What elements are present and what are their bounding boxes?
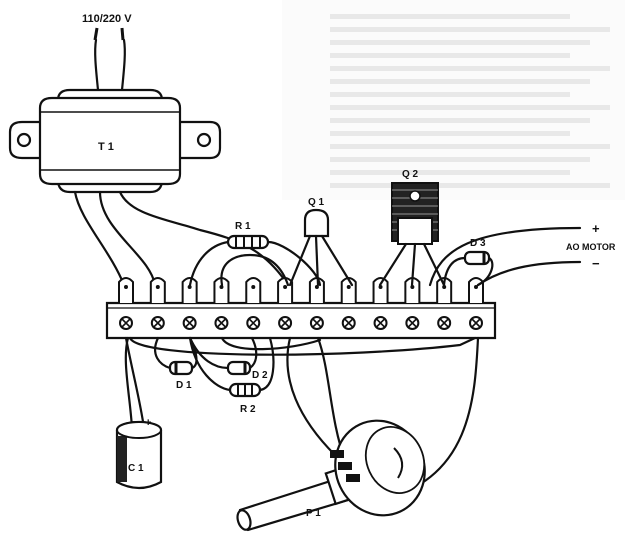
- label-r1: R 1: [235, 221, 251, 232]
- terminal-lug: [277, 277, 294, 303]
- label-c1: C 1: [128, 463, 144, 474]
- bleed-line: [330, 144, 610, 149]
- label-motor-plus: +: [592, 221, 600, 236]
- terminal-lug-hole: [187, 285, 192, 289]
- label-d2: D 2: [252, 370, 268, 381]
- bleed-line: [330, 118, 590, 123]
- terminal-lug-hole: [474, 285, 478, 289]
- mains-voltage-label: 110/220 V: [82, 13, 132, 25]
- bleed-line: [330, 66, 610, 71]
- resistor-r2: [188, 336, 275, 398]
- terminal-lug-hole: [346, 285, 351, 289]
- bleed-line: [330, 40, 590, 45]
- bleed-line: [330, 131, 570, 136]
- transistor-q1: [288, 208, 354, 287]
- potentiometer-p1: [236, 336, 480, 532]
- resistor-r1: [188, 234, 322, 287]
- bleed-line: [330, 92, 570, 97]
- motor-leads: [428, 226, 582, 287]
- bleed-line: [330, 14, 570, 19]
- terminal-screw-slot: [248, 318, 258, 328]
- terminal-screw-slot: [121, 318, 131, 328]
- terminal-screw-slot: [471, 318, 481, 328]
- terminal-lug: [245, 277, 262, 303]
- terminal-lug: [181, 277, 198, 303]
- capacitor-c1: [115, 336, 163, 490]
- bleed-line: [330, 53, 570, 58]
- bleed-line: [330, 105, 610, 110]
- bleed-line: [330, 157, 590, 162]
- transistor-q2: [378, 182, 446, 287]
- bleed-line: [330, 79, 590, 84]
- label-r2: R 2: [240, 404, 256, 415]
- label-c1-plus: +: [145, 417, 151, 429]
- terminal-screw-slot: [216, 318, 227, 328]
- terminal-lug-hole: [155, 285, 160, 289]
- terminal-lug: [468, 277, 484, 303]
- label-motor-minus: −: [592, 256, 600, 271]
- terminal-screw-slot: [312, 318, 322, 328]
- terminal-screw-slot: [185, 318, 195, 328]
- terminal-lug: [118, 277, 134, 303]
- terminal-lug-hole: [283, 285, 288, 289]
- label-d1: D 1: [176, 380, 192, 391]
- background-bleed-text: [282, 0, 625, 200]
- terminal-screw-slot: [153, 318, 163, 328]
- label-motor: AO MOTOR: [566, 242, 616, 252]
- terminal-lug-hole: [251, 285, 256, 289]
- bleed-line: [330, 170, 570, 175]
- terminal-screw-slot: [280, 318, 290, 328]
- label-q2: Q 2: [402, 169, 419, 180]
- terminal-lug: [372, 277, 389, 303]
- terminal-screw-slot: [375, 318, 386, 328]
- label-d3: D 3: [470, 238, 486, 249]
- label-q1: Q 1: [308, 197, 325, 208]
- bus-wires: [128, 336, 477, 356]
- bleed-line: [330, 27, 610, 32]
- terminal-screw-slot: [439, 318, 449, 328]
- bleed-line: [330, 183, 610, 188]
- terminal-screw-slot: [344, 318, 354, 328]
- transformer-t1: [8, 27, 290, 287]
- terminal-lug-hole: [410, 285, 415, 289]
- terminal-lug-hole: [124, 285, 128, 289]
- terminal-lug-hole: [442, 285, 447, 289]
- terminal-lug: [149, 277, 166, 303]
- label-t1: T 1: [98, 141, 114, 153]
- diode-d2: [188, 336, 258, 376]
- terminal-screw-slot: [407, 318, 417, 328]
- label-p1: P 1: [306, 508, 321, 519]
- terminal-strip: [105, 277, 497, 340]
